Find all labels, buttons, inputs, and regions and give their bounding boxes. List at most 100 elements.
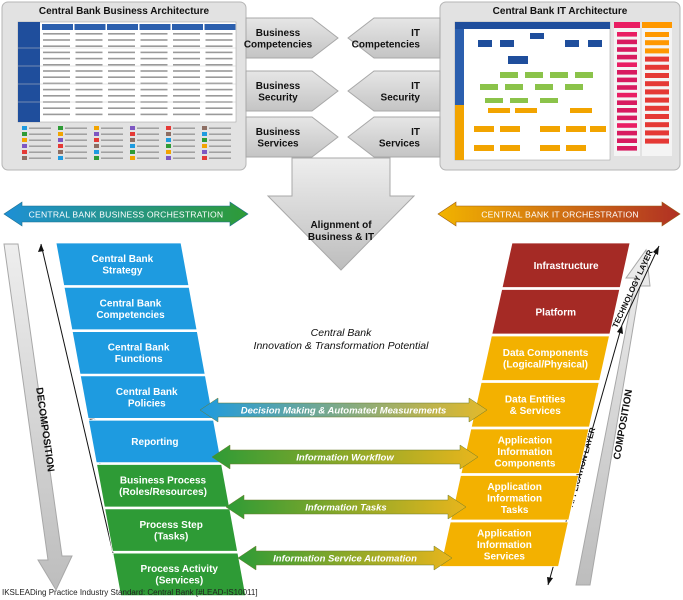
thumb-legend-line	[137, 133, 159, 135]
thumb-legend-line	[101, 139, 123, 141]
thumb-line	[205, 39, 233, 41]
thumb-line	[140, 82, 168, 85]
thumb-legend-swatch	[202, 126, 207, 130]
business-orchestration-banner: CENTRAL BANK BUSINESS ORCHESTRATION	[3, 201, 249, 227]
thumb-line	[43, 107, 70, 109]
thumb-box	[566, 126, 586, 132]
thumb-legend-swatch	[58, 144, 63, 148]
thumb-box	[540, 145, 560, 151]
thumb-header-cell	[204, 24, 236, 30]
thumb-side-tag	[617, 138, 637, 143]
thumb-side-tag	[645, 89, 669, 95]
link-arrow-shape	[199, 397, 488, 423]
thumb-line	[43, 76, 70, 78]
thumb-legend-line	[29, 139, 51, 141]
thumb-box	[478, 40, 492, 47]
thumb-line	[108, 64, 135, 66]
thumb-legend-swatch	[130, 156, 135, 160]
business-block-7: Process Activity(Services)	[112, 552, 247, 596]
link-label: Information Tasks	[305, 503, 386, 514]
thumb-box	[535, 84, 553, 90]
business-block-6: Process Step(Tasks)	[104, 508, 239, 552]
thumb-line	[75, 95, 103, 97]
it-block-label: Data Entities& Services	[505, 395, 566, 418]
thumb-side-tag	[645, 73, 669, 78]
thumb-legend-swatch	[94, 156, 99, 160]
thumb-line	[43, 39, 70, 41]
thumb-line	[173, 33, 200, 35]
thumb-legend-line	[29, 157, 51, 159]
thumb-legend-swatch	[58, 138, 63, 142]
thumb-line	[140, 33, 168, 35]
footer-credit: IKSLEADing Practice Industry Standard: C…	[2, 588, 258, 597]
thumb-legend-line	[65, 157, 87, 159]
thumb-legend-line	[29, 127, 51, 129]
thumb-line	[205, 64, 233, 66]
thumb-box	[500, 145, 520, 151]
thumb-legend-swatch	[58, 132, 63, 136]
thumb-legend-line	[173, 151, 195, 153]
thumb-line	[140, 57, 168, 60]
thumb-line	[173, 45, 200, 47]
thumb-side-tag	[645, 81, 669, 87]
alignment-links: Decision Making & Automated Measurements…	[199, 397, 488, 571]
thumb-line	[173, 76, 200, 78]
thumb-legend-swatch	[130, 126, 135, 130]
thumb-legend-line	[137, 145, 159, 147]
it-block-shape	[439, 521, 569, 567]
thumb-line	[205, 33, 233, 35]
thumb-side-tag	[617, 70, 637, 75]
business-block-shape	[63, 286, 198, 331]
thumb-line	[43, 64, 70, 66]
thumb-legend-swatch	[94, 132, 99, 136]
thumb-box	[590, 126, 606, 132]
thumb-line	[43, 45, 70, 47]
thumb-side-tag	[645, 40, 669, 46]
business-block-5: Business Process(Roles/Resources)	[96, 464, 230, 508]
thumb-side-tag	[645, 122, 669, 128]
thumb-legend-swatch	[166, 138, 171, 142]
thumb-legend-swatch	[166, 150, 171, 154]
thumb-legend-line	[173, 139, 195, 141]
thumb-line	[108, 113, 135, 116]
thumb-line	[140, 64, 168, 66]
thumb-box	[508, 56, 528, 64]
thumb-box	[480, 84, 498, 90]
it-architecture-title: Central Bank IT Architecture	[493, 6, 628, 17]
business-thumbnail-legend	[22, 126, 231, 160]
thumb-legend-line	[137, 157, 159, 159]
thumb-legend-swatch	[22, 138, 27, 142]
thumb-legend-line	[65, 151, 87, 153]
link-label: Decision Making & Automated Measurements	[241, 406, 447, 417]
thumb-side-tag	[617, 92, 637, 98]
it-thumbnail-grid	[474, 22, 672, 151]
thumb-box	[488, 108, 510, 113]
thumb-legend-line	[209, 151, 231, 153]
thumb-legend-swatch	[94, 126, 99, 130]
thumb-legend-swatch	[58, 126, 63, 130]
thumb-line	[108, 107, 135, 109]
thumb-legend-swatch	[94, 138, 99, 142]
thumb-legend-line	[65, 145, 87, 147]
link-arrow-shape	[237, 545, 453, 571]
thumb-line	[140, 113, 168, 116]
thumb-line	[75, 76, 103, 78]
it-orchestration-banner: CENTRAL BANK IT ORCHESTRATION	[437, 201, 681, 227]
thumb-legend-swatch	[22, 144, 27, 148]
thumb-line	[173, 39, 200, 41]
thumb-line	[43, 70, 70, 72]
thumb-side-tag	[617, 100, 637, 105]
thumb-line	[205, 45, 233, 47]
thumb-line	[108, 76, 135, 78]
it-block-label: Data Components(Logical/Physical)	[503, 348, 589, 371]
